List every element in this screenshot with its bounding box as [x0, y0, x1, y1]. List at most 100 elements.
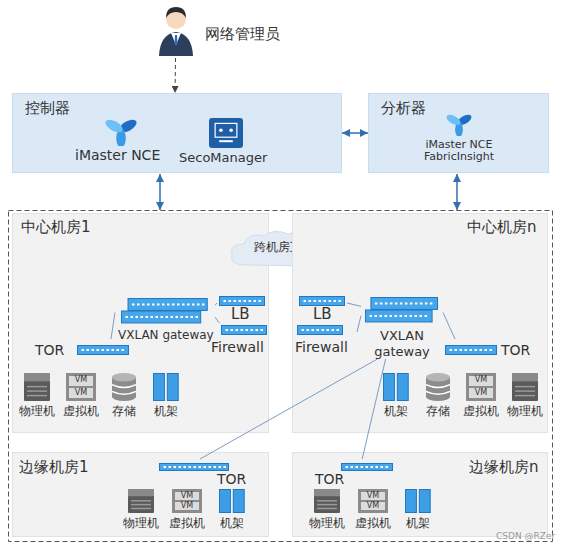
rack-glyph: [383, 373, 409, 401]
switch-icon: [445, 345, 497, 355]
lb-device: LB: [217, 294, 267, 324]
node-label: 中心机房n: [467, 219, 537, 236]
node-label: Firewall: [295, 339, 348, 355]
fan-glyph: [443, 110, 475, 136]
node-label: iMaster NCE FabricInsight: [414, 139, 504, 163]
phys-device: 物理机: [503, 371, 547, 423]
node-label: VXLAN gateway: [118, 329, 214, 343]
room-zone: 边缘机房nTOR物理机VMVM虚拟机机架: [292, 452, 548, 537]
node-label: VM: [358, 501, 388, 510]
node-label: 机架: [213, 517, 251, 531]
telemetry-link: [456, 174, 458, 210]
seco-icon: [209, 118, 243, 148]
node-label: VM: [172, 501, 202, 510]
storage-icon: [112, 373, 136, 401]
tor-switch: TOR: [159, 459, 241, 487]
node-label: 存储: [419, 405, 457, 419]
rack-icon: [153, 373, 179, 401]
node-label: 物理机: [503, 405, 547, 419]
seco-glyph: [209, 118, 243, 148]
site-boundary: [9, 211, 553, 542]
rack-icon: [219, 489, 245, 513]
rack-glyph: [219, 489, 245, 513]
stack-icon: [121, 298, 209, 324]
analyzer-box: 分析器 iMaster NCE FabricInsight: [368, 93, 549, 173]
node-label: 机架: [147, 405, 185, 419]
phys-device: 物理机: [15, 371, 59, 423]
switch-icon: [341, 463, 393, 471]
node-label: Firewall: [211, 339, 264, 355]
tor-switch: TOR: [31, 339, 131, 361]
node-label: VM: [466, 388, 496, 397]
phys-icon: [512, 373, 538, 401]
node-label: TOR: [35, 342, 64, 358]
phys-icon: [314, 489, 340, 513]
room-zone: 中心机房1VXLAN gatewayLBFirewallTOR物理机VMVM虚拟…: [12, 213, 269, 433]
controller-box: 控制器iMaster NCESecoManager: [12, 93, 342, 173]
node-label: 物理机: [15, 405, 59, 419]
node-label: LB: [231, 306, 250, 323]
node-label: 虚拟机: [165, 517, 209, 531]
admin-actor: 网络管理员: [150, 2, 300, 58]
firewall-device: Firewall: [207, 323, 269, 359]
switch-glyph: [299, 296, 345, 306]
rack-device: 机架: [399, 487, 437, 535]
node-label: 虚拟机: [351, 517, 395, 531]
node-label: 机架: [377, 405, 415, 419]
rack-glyph: [153, 373, 179, 401]
tor-switch: TOR: [445, 339, 545, 361]
watermark-text: CSDN @RZer: [496, 531, 555, 541]
node-label: 机架: [399, 517, 437, 531]
storage-icon: [426, 373, 450, 401]
room-zone: 边缘机房1TOR物理机VMVM虚拟机机架: [12, 452, 269, 537]
switch-icon: [297, 325, 343, 335]
vm-device: VMVM虚拟机: [59, 371, 103, 423]
node-label: VM: [172, 491, 202, 500]
node-label: 虚拟机: [459, 405, 503, 419]
node-label: 边缘机房1: [19, 459, 89, 476]
vm-device: VMVM 虚拟机: [165, 487, 209, 535]
node-label: 虚拟机: [59, 405, 103, 419]
rack-icon: [383, 373, 409, 401]
stack-glyph: [365, 297, 439, 323]
rack-device: 机架: [377, 371, 415, 423]
rack-device: 机架: [213, 487, 251, 535]
switch-glyph: [219, 296, 265, 306]
node-label: 中心机房1: [21, 219, 91, 236]
vm-device: VM VM 虚拟机: [459, 371, 503, 423]
stack-glyph: [121, 298, 209, 324]
switch-glyph: [297, 325, 343, 335]
node-label: SecoManager: [179, 151, 267, 166]
node-label: 分析器: [381, 100, 426, 117]
vm-device: VMVM虚拟机: [351, 487, 395, 535]
switch-glyph: [159, 463, 229, 471]
phys-glyph: [24, 373, 50, 401]
node-label: VM: [66, 388, 96, 397]
node-label: 物理机: [305, 517, 349, 531]
storage-glyph: [426, 373, 450, 401]
rack-glyph: [405, 489, 431, 513]
switch-glyph: [445, 345, 497, 355]
phys-glyph: [128, 489, 154, 513]
gateway-switch: VXLAN gateway: [115, 298, 215, 346]
node-label: LB: [313, 306, 332, 323]
switch-icon: [77, 345, 129, 355]
switch-glyph: [221, 325, 267, 335]
node-label: 边缘机房n: [469, 459, 539, 476]
node-label: VM: [466, 375, 496, 384]
switch-icon: [221, 325, 267, 335]
switch-glyph: [77, 345, 129, 355]
control-link: [159, 174, 161, 210]
switch-icon: [219, 296, 265, 306]
room-zone: 中心机房nLBFirewallVXLAN gatewayTOR机架存储VMVM虚…: [292, 213, 548, 433]
rack-icon: [405, 489, 431, 513]
node-label: iMaster NCE: [75, 147, 160, 163]
link-line: [175, 58, 176, 93]
link-line: [342, 132, 368, 134]
firewall-device: Firewall: [295, 323, 357, 359]
phys-icon: [128, 489, 154, 513]
node-label: TOR: [217, 471, 246, 487]
phys-glyph: [512, 373, 538, 401]
switch-glyph: [341, 463, 393, 471]
